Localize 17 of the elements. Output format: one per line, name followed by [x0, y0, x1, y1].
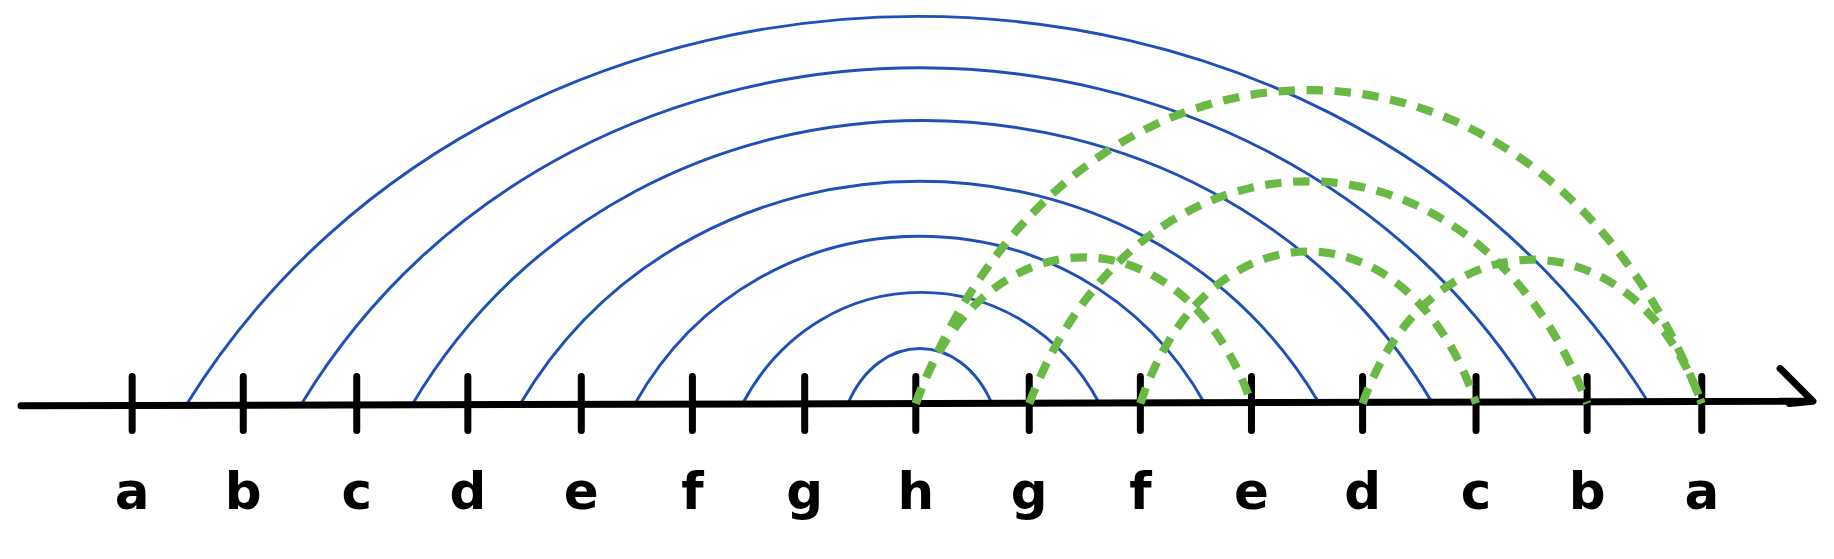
dashed-arc: [1025, 177, 1591, 406]
point-label: e: [562, 462, 600, 521]
point-label: b: [223, 462, 263, 521]
point-label: f: [1128, 462, 1153, 521]
point-label: h: [896, 462, 936, 521]
point-label: f: [680, 462, 705, 521]
point-label: d: [1343, 462, 1382, 521]
point-label: e: [1233, 462, 1270, 521]
dashed-arc: [1136, 247, 1480, 406]
point-label: c: [1459, 462, 1493, 521]
point-label: g: [785, 462, 825, 521]
point-label: a: [113, 462, 151, 521]
point-label: a: [1683, 462, 1721, 521]
point-label: d: [448, 462, 488, 521]
point-label: g: [1009, 462, 1049, 521]
point-label: b: [1567, 462, 1607, 521]
point-label: c: [340, 462, 373, 521]
